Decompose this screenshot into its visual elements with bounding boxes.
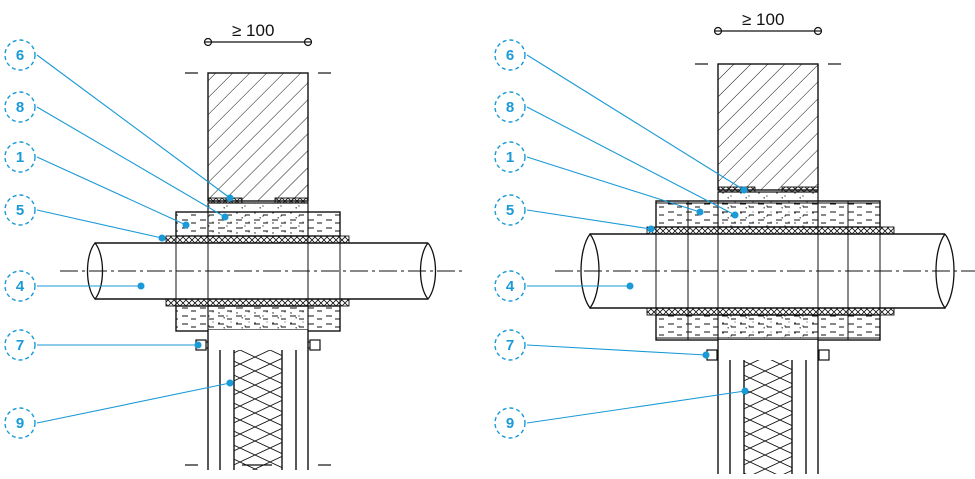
svg-text:5: 5: [16, 202, 24, 219]
callout-8: 8: [494, 91, 526, 123]
pipe-insulation-bottom: [646, 307, 895, 316]
svg-text:4: 4: [16, 278, 25, 295]
svg-text:4: 4: [506, 278, 515, 295]
svg-text:7: 7: [16, 337, 24, 354]
callout-6: 6: [4, 39, 36, 71]
mortar-fill-bottom: [717, 314, 819, 341]
leader-lines: [526, 54, 749, 424]
callout-9: 9: [494, 407, 526, 439]
drywall: [185, 330, 331, 470]
svg-text:6: 6: [16, 47, 24, 64]
svg-text:6: 6: [506, 47, 514, 64]
mortar-fill-bottom: [207, 305, 309, 331]
leader-lines: [36, 54, 234, 424]
right-diagram: ≥ 100: [494, 10, 975, 474]
callout-1: 1: [4, 141, 36, 173]
dimension-label: ≥ 100: [232, 21, 274, 40]
solid-wall: [717, 63, 819, 191]
svg-text:5: 5: [506, 202, 514, 219]
mortar-fill: [717, 191, 819, 228]
dimension-line: ≥ 100: [713, 10, 823, 36]
pipe: [60, 236, 465, 306]
callout-8: 8: [4, 91, 36, 123]
callout-5: 5: [4, 194, 36, 226]
pipe-insulation-bottom: [165, 298, 350, 307]
pipe-insulation: [165, 235, 350, 244]
callout-7: 7: [4, 329, 36, 361]
svg-text:8: 8: [506, 99, 514, 116]
callout-1: 1: [494, 141, 526, 173]
svg-text:9: 9: [506, 415, 514, 432]
pipe: [555, 201, 975, 340]
svg-text:9: 9: [16, 415, 24, 432]
callout-4: 4: [4, 270, 36, 302]
callout-6: 6: [494, 39, 526, 71]
svg-text:1: 1: [16, 149, 24, 166]
svg-text:7: 7: [506, 337, 514, 354]
svg-text:8: 8: [16, 99, 24, 116]
callout-9: 9: [4, 407, 36, 439]
solid-wall: [207, 72, 309, 202]
dimension-label: ≥ 100: [742, 10, 784, 29]
callout-5: 5: [494, 194, 526, 226]
drywall: [717, 340, 819, 474]
callout-4: 4: [494, 270, 526, 302]
svg-text:1: 1: [506, 149, 514, 166]
dimension-line: ≥ 100: [203, 21, 313, 47]
left-diagram: ≥ 100: [4, 21, 465, 470]
callout-7: 7: [494, 329, 526, 361]
pipe-insulation: [646, 226, 895, 235]
